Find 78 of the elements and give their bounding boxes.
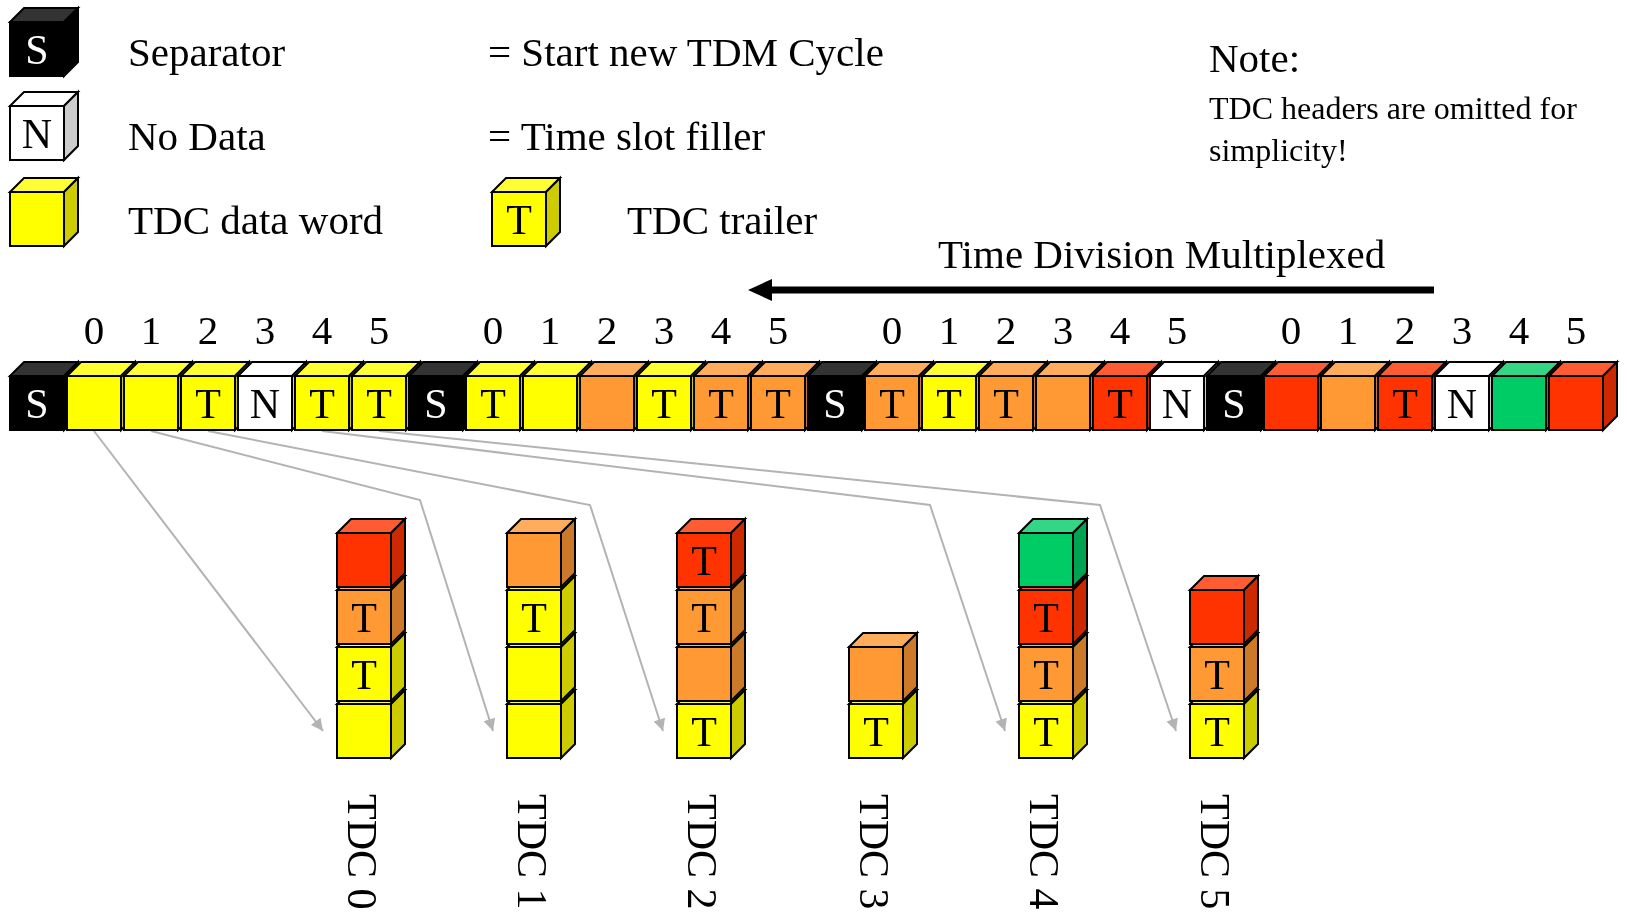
- cube-letter: T: [1032, 654, 1060, 696]
- cube-letter: S: [423, 383, 449, 425]
- cube-letter: N: [1160, 383, 1194, 425]
- slot-number: 5: [1564, 308, 1588, 354]
- cube-letter: T: [1106, 383, 1134, 425]
- slot-number: 3: [253, 308, 277, 354]
- cube-caption: TDC data word: [128, 198, 384, 244]
- cube-letter: T: [690, 597, 718, 639]
- slot-number: 3: [1450, 308, 1474, 354]
- slot-number: 2: [196, 308, 220, 354]
- cube-letter: T: [764, 383, 792, 425]
- cube-caption: No Data: [128, 114, 266, 160]
- arrow: [93, 430, 324, 732]
- slot-number: 1: [538, 308, 562, 354]
- arrow: [150, 430, 496, 732]
- slot-number: 1: [937, 308, 961, 354]
- cube-letter: T: [1391, 383, 1419, 425]
- cube-letter: T: [350, 597, 378, 639]
- cube-letter: T: [1032, 711, 1060, 753]
- legend-description: = Start new TDM Cycle: [488, 30, 884, 76]
- cube-letter: T: [707, 383, 735, 425]
- slot-number: 4: [1108, 308, 1132, 354]
- cube-letter: T: [1203, 654, 1231, 696]
- slot-number: 2: [1393, 308, 1417, 354]
- channel-label: TDC 0: [341, 794, 383, 910]
- cube-letter: T: [505, 199, 533, 241]
- slot-number: 0: [481, 308, 505, 354]
- slot-number: 2: [994, 308, 1018, 354]
- slot-number: 4: [1507, 308, 1531, 354]
- note-text: TDC headers are omitted for simplicity!: [1209, 89, 1578, 170]
- cube-letter: T: [308, 383, 336, 425]
- cube-letter: T: [1203, 711, 1231, 753]
- cube-letter: T: [690, 711, 718, 753]
- channel-label: TDC 3: [853, 794, 895, 910]
- slot-number: 0: [82, 308, 106, 354]
- slot-number: 0: [880, 308, 904, 354]
- slot-number: 3: [652, 308, 676, 354]
- cube-letter: T: [194, 383, 222, 425]
- cube-letter: T: [479, 383, 507, 425]
- cube-caption: TDC trailer: [627, 198, 818, 244]
- channel-label: TDC 5: [1194, 794, 1236, 910]
- slot-number: 1: [139, 308, 163, 354]
- cube-letter: T: [365, 383, 393, 425]
- direction-label: Time Division Multiplexed: [938, 232, 1386, 278]
- cube-letter: T: [690, 540, 718, 582]
- channel-label: TDC 4: [1023, 794, 1065, 910]
- slot-number: 1: [1336, 308, 1360, 354]
- cube-letter: T: [650, 383, 678, 425]
- cube-letter: S: [1221, 383, 1247, 425]
- slot-number: 4: [709, 308, 733, 354]
- cube-letter: S: [24, 29, 50, 71]
- cube-caption: Separator: [128, 30, 286, 76]
- cube-letter: N: [248, 383, 282, 425]
- cube-letter: T: [878, 383, 906, 425]
- slot-number: 5: [367, 308, 391, 354]
- cube-letter: N: [1445, 383, 1479, 425]
- slot-number: 5: [1165, 308, 1189, 354]
- slot-number: 0: [1279, 308, 1303, 354]
- slot-number: 5: [766, 308, 790, 354]
- slot-number: 4: [310, 308, 334, 354]
- cube-letter: S: [822, 383, 848, 425]
- arrow: [378, 430, 1178, 732]
- slot-number: 3: [1051, 308, 1075, 354]
- channel-label: TDC 1: [511, 794, 553, 910]
- cube-letter: T: [935, 383, 963, 425]
- cube-letter: T: [520, 597, 548, 639]
- cube-letter: T: [1032, 597, 1060, 639]
- arrow: [207, 430, 665, 732]
- note-text: Note:: [1209, 36, 1301, 82]
- cube-letter: S: [24, 383, 50, 425]
- cube-letter: N: [20, 113, 54, 155]
- legend-description: = Time slot filler: [488, 114, 766, 160]
- cube-letter: T: [992, 383, 1020, 425]
- cube-letter: T: [350, 654, 378, 696]
- channel-label: TDC 2: [681, 794, 723, 910]
- cube-letter: T: [862, 711, 890, 753]
- arrow: [321, 430, 1007, 732]
- slot-number: 2: [595, 308, 619, 354]
